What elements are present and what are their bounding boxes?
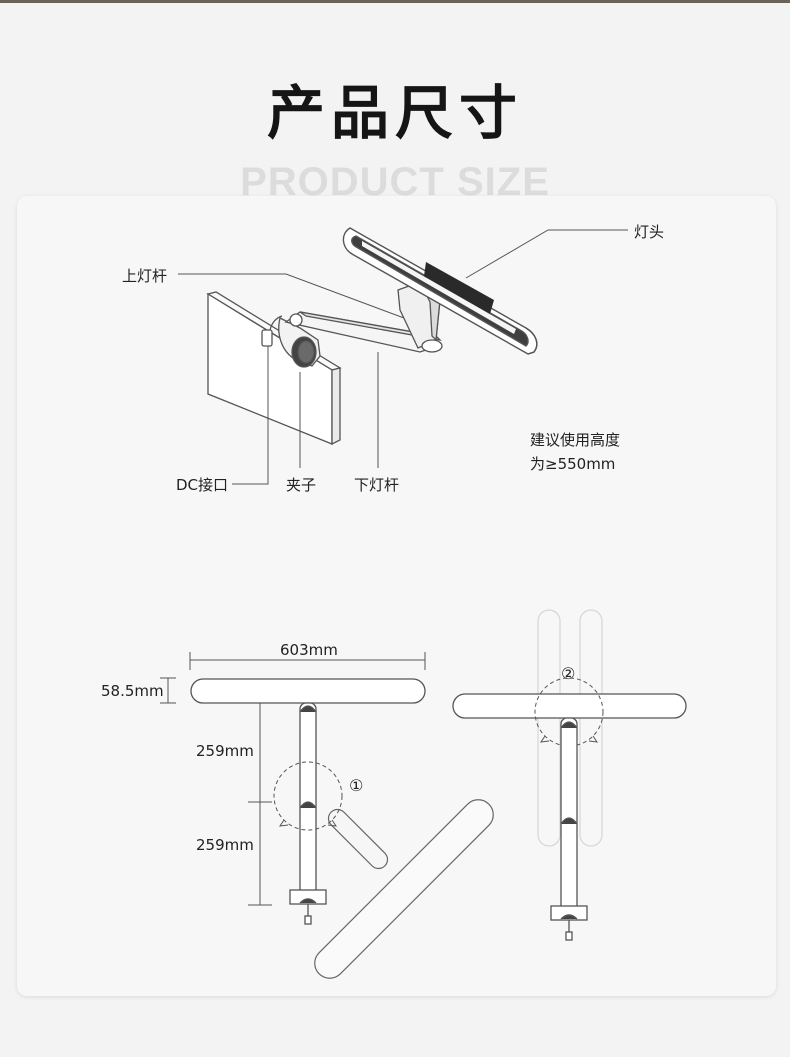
ghost-arms-vertical (537, 609, 603, 847)
leader-dc-port (232, 346, 269, 485)
rotation-arc-2 (534, 677, 604, 747)
leader-lamp-head (465, 229, 628, 279)
top-rule (0, 0, 790, 3)
dc-port (261, 315, 283, 347)
lower-arm (284, 311, 442, 353)
rotated-head-ghost (314, 799, 494, 979)
rotation-arc-1 (273, 761, 343, 831)
leader-upper-arm (178, 273, 405, 319)
page-title: 产品尺寸 (266, 79, 523, 147)
lamp-head (342, 227, 538, 355)
usage-note: 建议使用高度 为≥550mm (530, 428, 620, 476)
label-lamp-head: 灯头 (634, 223, 665, 241)
clamp (278, 317, 321, 368)
usage-note-line2: 为≥550mm (530, 455, 616, 473)
dimension-lower-arm: 259mm (196, 836, 254, 854)
usage-note-line1: 建议使用高度 (530, 431, 621, 449)
rotated-arm-ghost (327, 808, 389, 870)
rotation-marker-2: ② (561, 664, 576, 683)
lamp-head-front (190, 678, 426, 704)
dimension-upper-arm: 259mm (196, 742, 254, 760)
rotation-marker-1: ① (349, 776, 364, 795)
dimension-head-length: 603mm (280, 641, 338, 659)
lamp-head-front-right (452, 693, 687, 719)
desk-board (206, 291, 342, 446)
label-lower-arm: 下灯杆 (354, 476, 400, 494)
leader-lines (178, 229, 628, 485)
dimension-lines-left (160, 652, 426, 906)
label-dc-port: DC接口 (176, 476, 229, 494)
dimension-head-thickness: 58.5mm (101, 682, 164, 700)
arm-front-left (289, 702, 327, 925)
arm-front-right (550, 717, 588, 941)
label-upper-arm: 上灯杆 (122, 267, 168, 285)
label-clamp: 夹子 (286, 476, 317, 494)
